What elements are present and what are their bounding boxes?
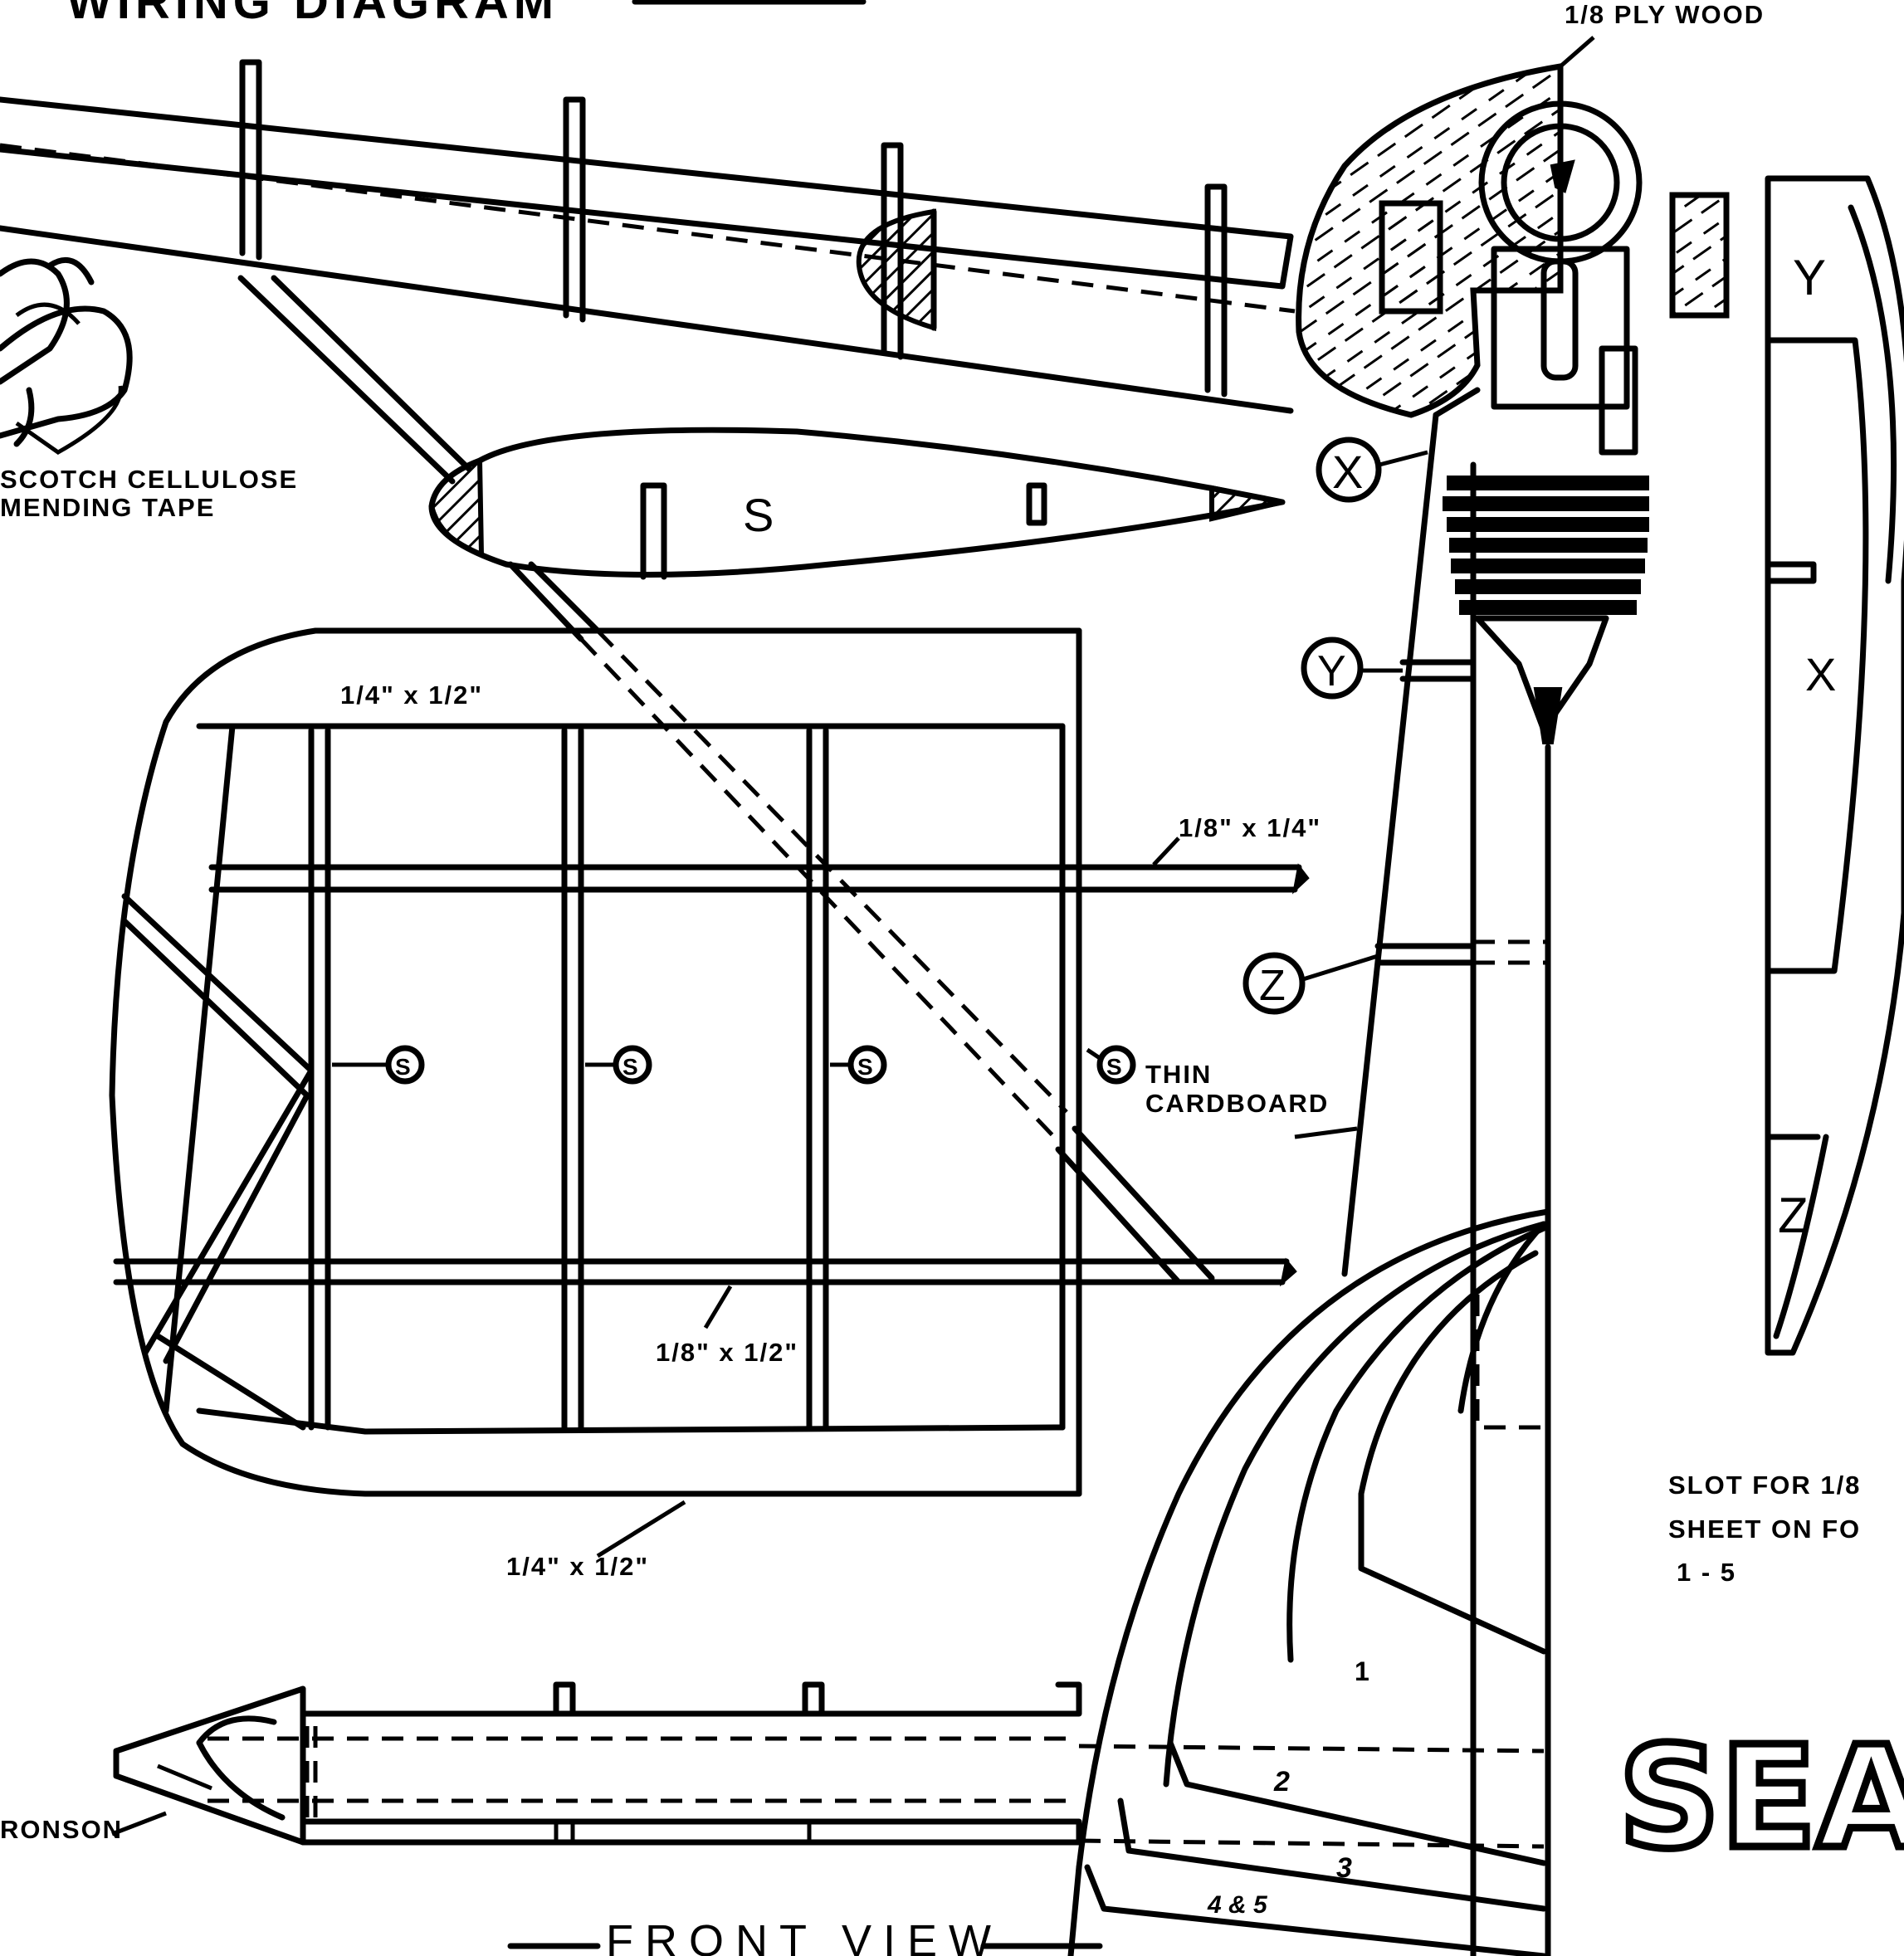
rib-callout-4: S bbox=[1106, 1054, 1122, 1080]
dim-upper-spar-leader bbox=[1152, 837, 1180, 866]
rib-callout-2: S bbox=[622, 1054, 638, 1080]
rib-callout-3: S bbox=[857, 1054, 873, 1080]
dim-top-spar: 1/4" x 1/2" bbox=[340, 680, 483, 710]
header-title: WIRING DIAGRAM bbox=[66, 0, 559, 29]
rib-letter: S bbox=[743, 489, 774, 541]
cardboard-note-line1: THIN bbox=[1145, 1060, 1212, 1089]
dim-lower-spar: 1/8" x 1/2" bbox=[656, 1338, 798, 1367]
interplane-strut bbox=[507, 561, 1215, 1285]
ronson-note: RONSON bbox=[0, 1815, 123, 1844]
slot-note-line2: SHEET ON FO bbox=[1668, 1515, 1861, 1544]
tape-note-line1: SCOTCH CELLULOSE bbox=[0, 465, 298, 494]
cardboard-note-line2: CARDBOARD bbox=[1145, 1089, 1329, 1118]
ronson-leader bbox=[111, 1811, 167, 1836]
slot-note-line1: SLOT FOR 1/8 bbox=[1668, 1471, 1861, 1500]
plywood-note: 1/8 PLY WOOD bbox=[1565, 0, 1765, 29]
cardboard-leader bbox=[1294, 1126, 1358, 1139]
template-z: Z bbox=[1778, 1188, 1809, 1243]
template-x: X bbox=[1805, 648, 1836, 700]
former-2: 2 bbox=[1273, 1766, 1290, 1797]
dim-lower-spar-leader bbox=[703, 1285, 733, 1329]
rib-callout-1: S bbox=[395, 1054, 411, 1080]
former-1: 1 bbox=[1355, 1656, 1369, 1686]
dim-upper-spar: 1/8" x 1/4" bbox=[1179, 813, 1321, 842]
wing-panel-plan bbox=[109, 627, 1310, 1497]
rib-callouts bbox=[332, 1045, 1136, 1085]
front-former-outlines bbox=[1067, 1208, 1551, 1956]
former-3: 3 bbox=[1336, 1852, 1352, 1884]
dim-bottom-spar-leader bbox=[596, 1500, 686, 1558]
front-view-wing bbox=[113, 1681, 1082, 1846]
template-y: Y bbox=[1793, 250, 1826, 305]
former-callouts bbox=[1242, 437, 1428, 1015]
callout-x: X bbox=[1332, 446, 1363, 498]
former-template bbox=[1765, 175, 1904, 1356]
cellulose-tape-rolls bbox=[0, 256, 133, 455]
tape-note-line2: MENDING TAPE bbox=[0, 493, 215, 522]
plan-title: SEA LIO bbox=[1618, 1716, 1904, 1880]
wing-top-view bbox=[0, 59, 1296, 485]
slot-note-line3: 1 - 5 bbox=[1677, 1558, 1736, 1587]
front-view-label: FRONT VIEW bbox=[606, 1916, 1003, 1956]
airfoil-rib-section bbox=[428, 427, 1286, 580]
callout-z: Z bbox=[1259, 962, 1286, 1010]
dim-bottom-spar: 1/4" x 1/2" bbox=[506, 1552, 649, 1581]
callout-y: Y bbox=[1317, 647, 1346, 695]
former-45: 4 & 5 bbox=[1207, 1891, 1268, 1919]
fuselage-side-view bbox=[1296, 36, 1730, 1956]
